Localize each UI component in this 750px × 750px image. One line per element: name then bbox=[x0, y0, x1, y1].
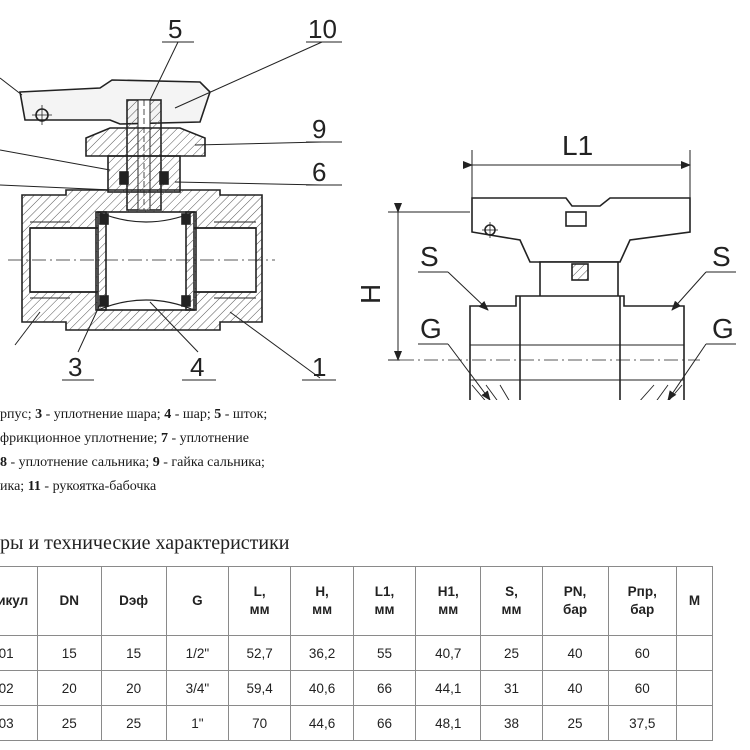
table-cell: 31 bbox=[480, 670, 543, 706]
table-cell: 55 bbox=[353, 635, 416, 671]
table-cell: 25 bbox=[541, 705, 609, 741]
legend-line: ика; 11 - рукоятка-бабочка bbox=[0, 479, 157, 494]
callout-10: 10 bbox=[308, 14, 337, 44]
table-cell: 15 bbox=[100, 635, 167, 671]
header-ppr: Pпр,бар bbox=[607, 566, 677, 636]
dimension-g-right-label: G bbox=[712, 313, 734, 344]
table-cell: 70 bbox=[228, 705, 292, 741]
table-cell bbox=[675, 635, 714, 671]
header-dn: DN bbox=[36, 566, 102, 636]
callout-3: 3 bbox=[68, 352, 82, 382]
table-row: ...03 25 25 1" 70 44,6 66 48,1 38 25 37,… bbox=[0, 705, 714, 741]
header-g: G bbox=[165, 566, 230, 636]
table-cell: 1/2" bbox=[165, 635, 230, 671]
table-cell bbox=[675, 670, 714, 706]
header-pn: PN,бар bbox=[541, 566, 609, 636]
table-cell: 25 bbox=[36, 705, 102, 741]
table-cell: 1" bbox=[165, 705, 230, 741]
table-cell: 20 bbox=[36, 670, 102, 706]
dimension-s-right-label: S bbox=[712, 241, 731, 272]
table-cell bbox=[675, 705, 714, 741]
table-cell: 38 bbox=[480, 705, 543, 741]
header-h1: H1,мм bbox=[414, 566, 482, 636]
table-cell: 66 bbox=[353, 705, 416, 741]
table-cell: 60 bbox=[607, 670, 677, 706]
specs-table: Артикул DN Dэф G L,мм H,мм L1,мм H1,мм S… bbox=[0, 566, 714, 741]
table-cell: 40 bbox=[541, 670, 609, 706]
table-cell: 40 bbox=[541, 635, 609, 671]
table-cell: 60 bbox=[607, 635, 677, 671]
valve-drawings: 5 10 9 6 3 4 1 bbox=[0, 14, 736, 400]
table-row: ...01 15 15 1/2" 52,7 36,2 55 40,7 25 40… bbox=[0, 635, 714, 671]
legend-line: 8 - уплотнение сальника; 9 - гайка сальн… bbox=[0, 455, 265, 470]
table-cell: 40,6 bbox=[290, 670, 355, 706]
dimension-s-left-label: S bbox=[420, 241, 439, 272]
header-s: S,мм bbox=[480, 566, 543, 636]
header-article: Артикул bbox=[0, 566, 38, 636]
callout-5: 5 bbox=[168, 14, 182, 44]
callout-6: 6 bbox=[312, 157, 326, 187]
legend-line: фрикционное уплотнение; 7 - уплотнение bbox=[0, 431, 249, 446]
table-cell: ...03 bbox=[0, 705, 38, 741]
table-cell: 25 bbox=[100, 705, 167, 741]
dimension-g-left-label: G bbox=[420, 313, 442, 344]
dimension-l1-label: L1 bbox=[562, 130, 593, 161]
callout-4: 4 bbox=[190, 352, 204, 382]
header-l1: L1,мм bbox=[353, 566, 416, 636]
callout-1: 1 bbox=[312, 352, 326, 382]
table-cell: 36,2 bbox=[290, 635, 355, 671]
header-l: L,мм bbox=[228, 566, 292, 636]
table-cell: 44,6 bbox=[290, 705, 355, 741]
header-m: М bbox=[675, 566, 714, 636]
table-cell: 3/4" bbox=[165, 670, 230, 706]
header-deff: Dэф bbox=[100, 566, 167, 636]
table-cell: 66 bbox=[353, 670, 416, 706]
table-cell: 44,1 bbox=[414, 670, 482, 706]
table-row: ...02 20 20 3/4" 59,4 40,6 66 44,1 31 40… bbox=[0, 670, 714, 706]
table-cell: 48,1 bbox=[414, 705, 482, 741]
table-cell: 59,4 bbox=[228, 670, 292, 706]
table-cell: 15 bbox=[36, 635, 102, 671]
parts-legend: рпус; 3 - уплотнение шара; 4 - шар; 5 - … bbox=[0, 403, 380, 499]
legend-line: рпус; 3 - уплотнение шара; 4 - шар; 5 - … bbox=[0, 407, 268, 422]
section-view bbox=[0, 41, 342, 381]
callout-9: 9 bbox=[312, 114, 326, 144]
table-cell: 20 bbox=[100, 670, 167, 706]
table-title: ры и технические характеристики bbox=[0, 532, 290, 554]
dimension-h-label: H bbox=[355, 284, 386, 304]
table-cell: 52,7 bbox=[228, 635, 292, 671]
table-cell: 37,5 bbox=[607, 705, 677, 741]
header-h: H,мм bbox=[290, 566, 355, 636]
table-cell: ...01 bbox=[0, 635, 38, 671]
table-header-row: Артикул DN Dэф G L,мм H,мм L1,мм H1,мм S… bbox=[0, 566, 714, 636]
table-cell: 40,7 bbox=[414, 635, 482, 671]
external-view bbox=[388, 150, 736, 400]
table-cell: 25 bbox=[480, 635, 543, 671]
table-cell: ...02 bbox=[0, 670, 38, 706]
